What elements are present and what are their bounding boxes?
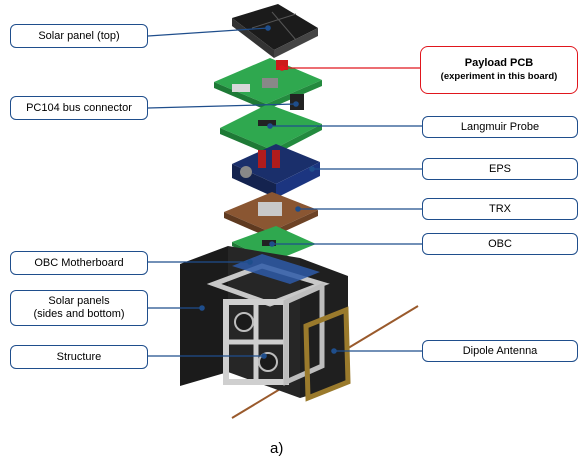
label-structure: Structure [10,345,148,369]
label-pc104-bus-connector: PC104 bus connector [10,96,148,120]
figure-caption: a) [270,440,284,457]
label-trx-text: TRX [489,202,511,215]
label-solar-panel-top-text: Solar panel (top) [38,29,120,42]
label-payload-pcb-note: (experiment in this board) [440,71,558,82]
label-langmuir-probe: Langmuir Probe [422,116,578,138]
label-pc104-bus-connector-text: PC104 bus connector [26,101,132,114]
label-dipole-antenna-text: Dipole Antenna [462,344,538,357]
label-obc: OBC [422,233,578,255]
label-dipole-antenna: Dipole Antenna [422,340,578,362]
leader-lines [147,25,422,359]
label-solar-panels-sides-line2: (sides and bottom) [33,308,125,320]
label-trx: TRX [422,198,578,220]
label-solar-panel-top: Solar panel (top) [10,24,148,48]
label-langmuir-probe-text: Langmuir Probe [460,120,540,133]
solar-panel-top-art [232,4,318,58]
label-payload-pcb-text: Payload PCB [464,57,534,69]
payload-pcb-art [214,58,322,110]
label-obc-text: OBC [488,237,512,250]
label-eps: EPS [422,158,578,180]
label-solar-panels-sides: Solar panels (sides and bottom) [10,290,148,326]
label-solar-panels-sides-line1: Solar panels [48,295,110,307]
cube-body-art [180,246,351,402]
eps-art [232,144,320,198]
label-structure-text: Structure [56,350,102,363]
label-payload-pcb: Payload PCB (experiment in this board) [420,46,578,94]
label-eps-text: EPS [488,162,511,175]
label-obc-motherboard: OBC Motherboard [10,251,148,275]
label-obc-motherboard-text: OBC Motherboard [34,256,124,269]
